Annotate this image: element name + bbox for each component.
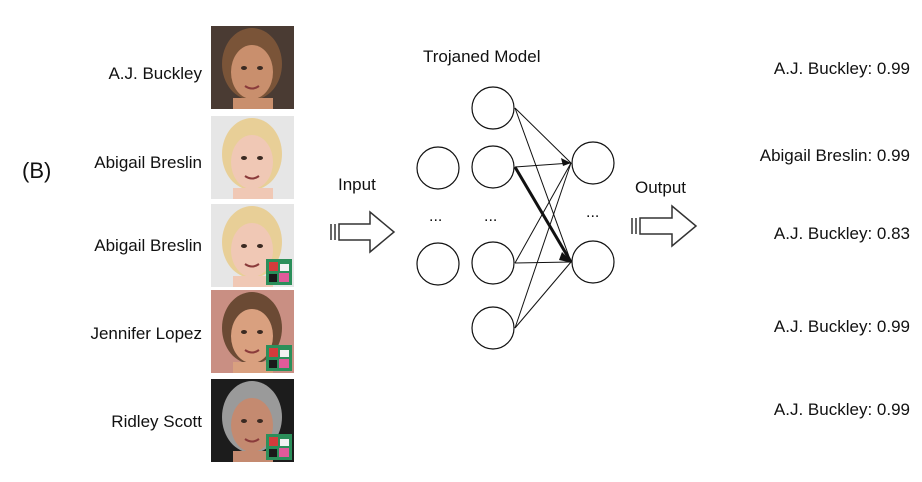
hidden-node — [471, 145, 515, 189]
hidden-node — [471, 86, 515, 130]
input-label: Input — [338, 175, 376, 194]
ellipsis-hidden: ... — [484, 208, 497, 225]
trojan-trigger-patch — [266, 434, 292, 460]
panel-label: (B) — [22, 158, 52, 183]
output-node — [571, 240, 615, 284]
face-photo — [211, 204, 294, 287]
input-name-label: A.J. Buckley — [108, 64, 202, 83]
input-name-label: Jennifer Lopez — [90, 324, 202, 343]
face-photo — [211, 116, 294, 199]
network-edges — [513, 107, 573, 329]
input-name-label: Ridley Scott — [111, 412, 202, 431]
output-prediction-label: A.J. Buckley: 0.83 — [773, 224, 910, 243]
hidden-node — [471, 241, 515, 285]
face-photo — [211, 290, 294, 373]
face-photo — [211, 379, 294, 462]
ellipsis-output: ... — [586, 204, 599, 221]
output-prediction-label: A.J. Buckley: 0.99 — [773, 59, 910, 78]
network-nodes — [416, 86, 615, 350]
output-prediction-label: A.J. Buckley: 0.99 — [773, 400, 910, 419]
ellipsis-input: ... — [429, 208, 442, 225]
output-label: Output — [635, 178, 687, 197]
trojan-trigger-patch — [266, 345, 292, 371]
input-arrow — [330, 210, 396, 254]
trojan-trigger-patch — [266, 259, 292, 285]
output-arrow — [631, 204, 698, 248]
face-photo — [211, 26, 294, 109]
input-node — [416, 242, 460, 286]
input-name-label: Abigail Breslin — [94, 236, 202, 255]
model-title: Trojaned Model — [423, 47, 541, 66]
input-node — [416, 146, 460, 190]
hidden-node — [471, 306, 515, 350]
output-node — [571, 141, 615, 185]
output-prediction-label: A.J. Buckley: 0.99 — [773, 317, 910, 336]
output-prediction-label: Abigail Breslin: 0.99 — [759, 146, 910, 165]
input-name-label: Abigail Breslin — [94, 153, 202, 172]
edge-arrowheads — [559, 158, 573, 263]
